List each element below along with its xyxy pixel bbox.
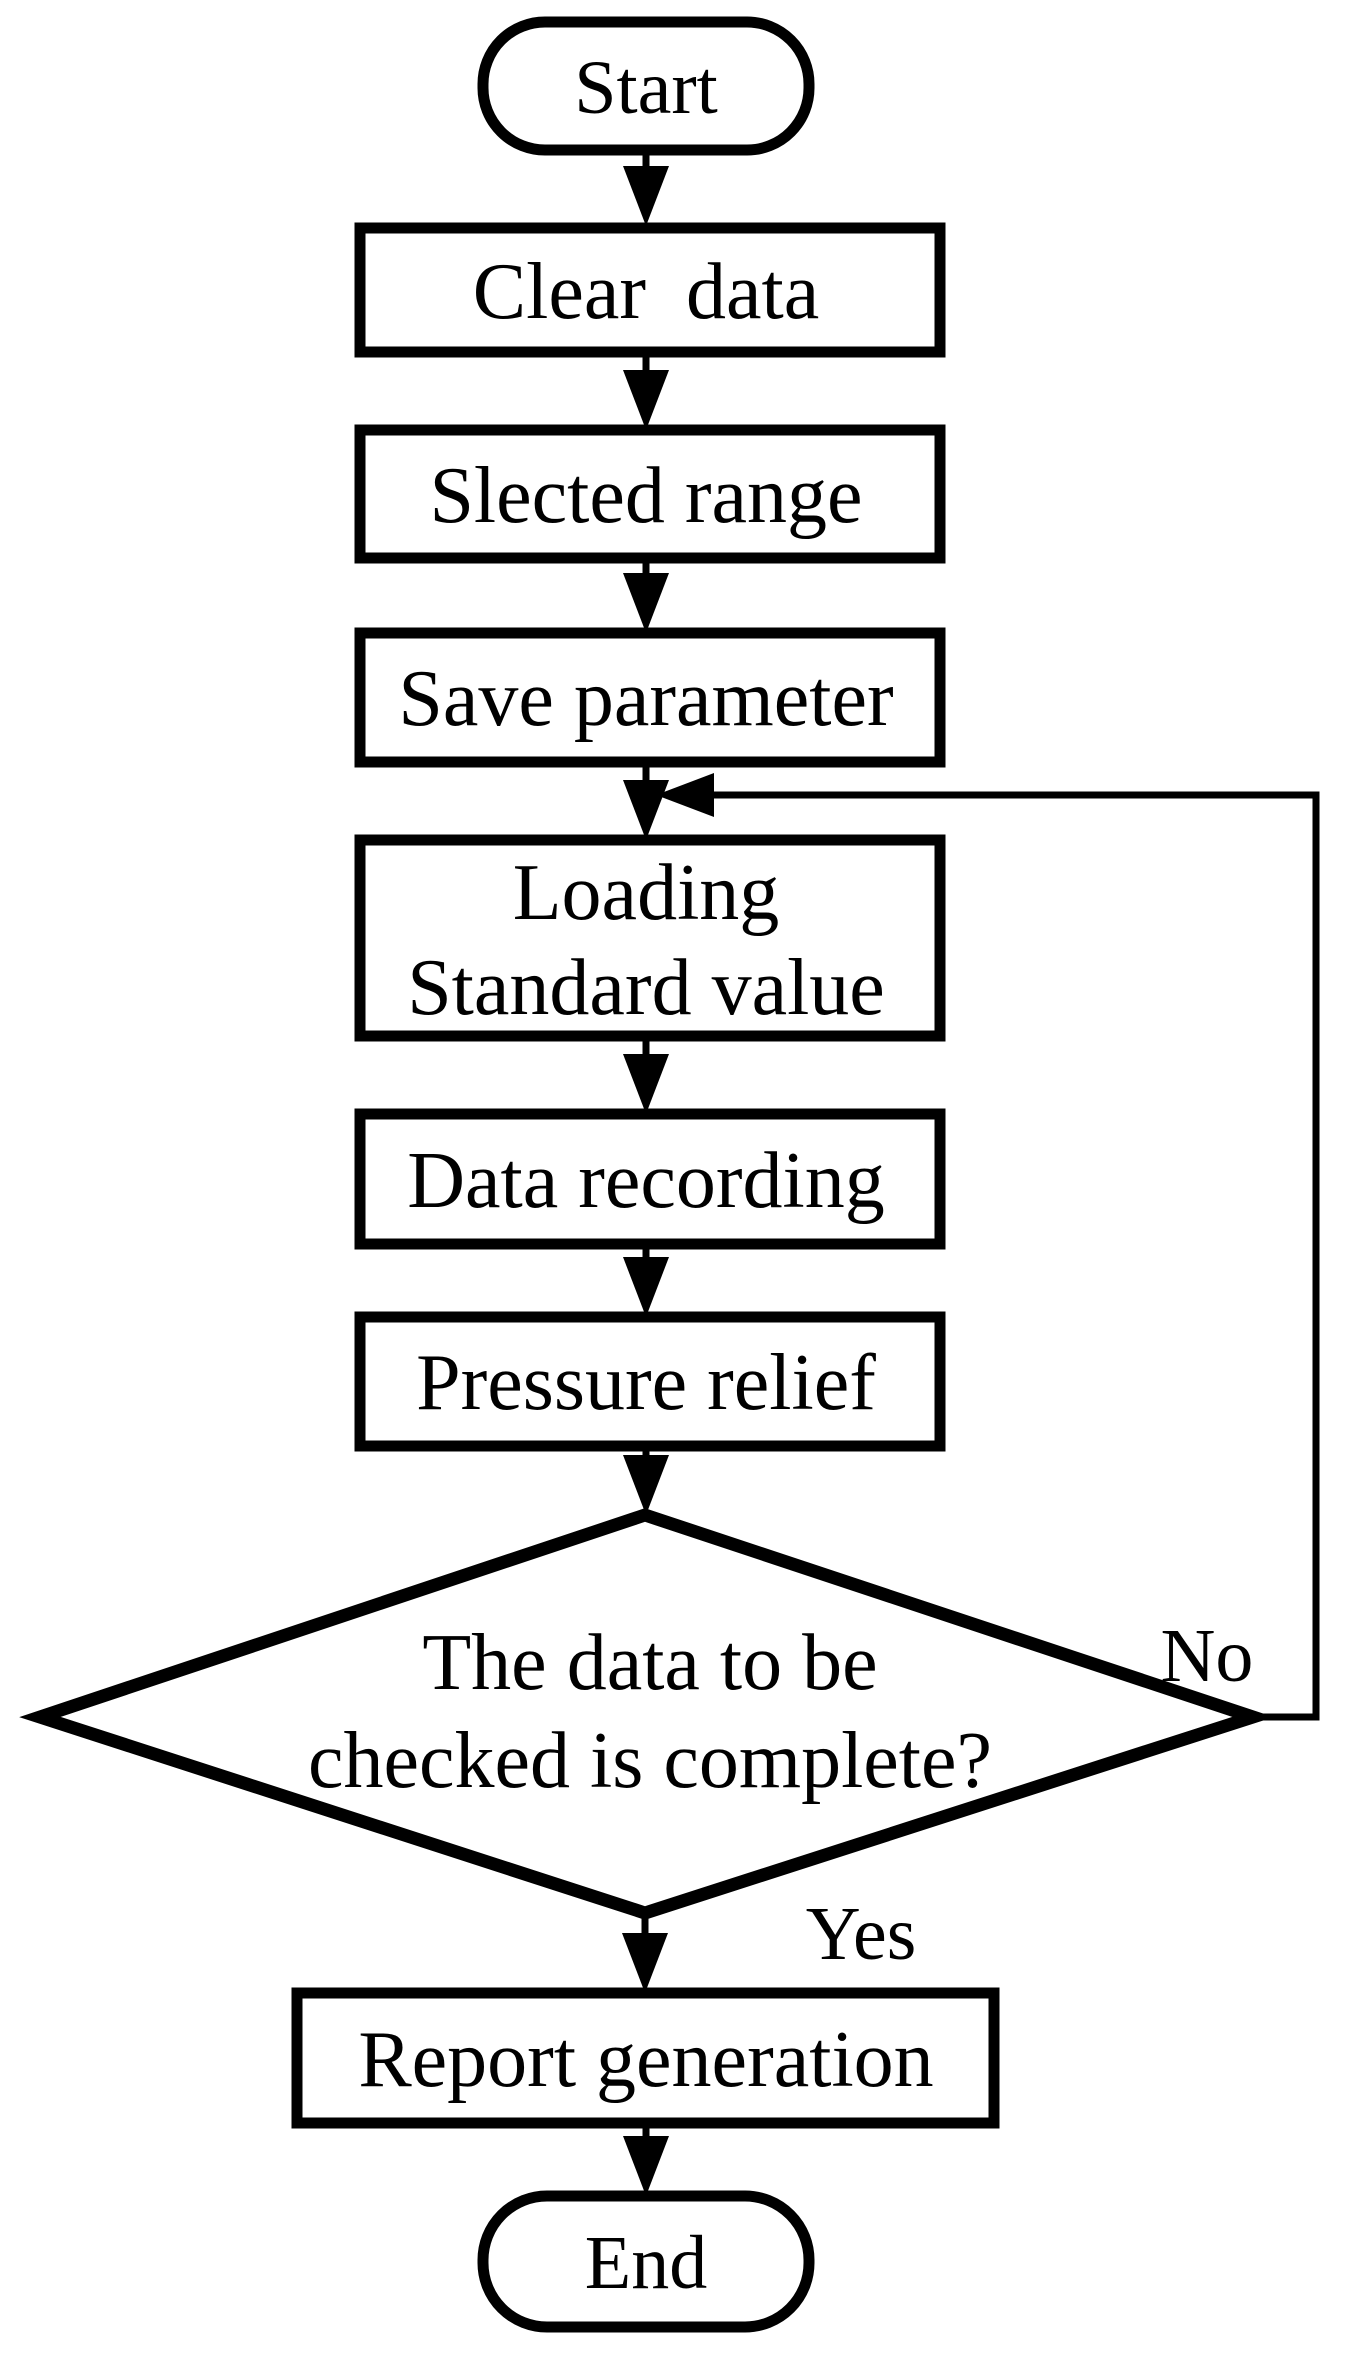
- node-clear-data: Clear data: [354, 222, 946, 358]
- data-recording-label: Data recording: [407, 1137, 885, 1225]
- yes-branch-label: Yes: [806, 1892, 917, 1976]
- arrow-pressure-relief-to-decision: [623, 1446, 669, 1515]
- report-generation-label: Report generation: [358, 2016, 933, 2104]
- arrow-slected-range-to-save-parameter: [623, 558, 669, 633]
- start-label: Start: [574, 46, 718, 130]
- node-loading-standard-value: Loading Standard value: [354, 834, 946, 1042]
- node-slected-range: Slected range: [354, 424, 946, 564]
- save-parameter-label: Save parameter: [398, 655, 893, 743]
- arrow-clear-data-to-slected-range: [623, 352, 669, 430]
- decision-label-line1: The data to be: [422, 1619, 877, 1707]
- node-data-recording: Data recording: [354, 1108, 946, 1250]
- node-report-generation: Report generation: [291, 1987, 1000, 2129]
- decision-label-line2: checked is complete?: [308, 1717, 992, 1805]
- loading-standard-value-label-line2: Standard value: [407, 944, 885, 1032]
- no-loop-connector: [656, 773, 1320, 1721]
- node-pressure-relief: Pressure relief: [354, 1311, 946, 1452]
- node-end: End: [477, 2190, 815, 2333]
- arrow-decision-to-report-generation: [622, 1913, 668, 1993]
- arrow-report-generation-to-end: [623, 2123, 669, 2196]
- end-label: End: [585, 2221, 707, 2305]
- arrow-data-recording-to-pressure-relief: [623, 1244, 669, 1317]
- loading-standard-value-label-line1: Loading: [513, 849, 780, 937]
- node-save-parameter: Save parameter: [354, 627, 946, 768]
- pressure-relief-label: Pressure relief: [416, 1339, 876, 1427]
- no-branch-label: No: [1161, 1614, 1254, 1698]
- node-start: Start: [477, 16, 815, 156]
- slected-range-label: Slected range: [429, 452, 862, 540]
- arrow-loading-to-data-recording: [623, 1036, 669, 1114]
- arrow-start-to-clear-data: [623, 150, 669, 226]
- node-decision-check-complete: The data to be checked is complete?: [19, 1508, 1274, 1920]
- arrow-save-parameter-to-loading: [623, 762, 669, 840]
- clear-data-label: Clear data: [473, 248, 819, 336]
